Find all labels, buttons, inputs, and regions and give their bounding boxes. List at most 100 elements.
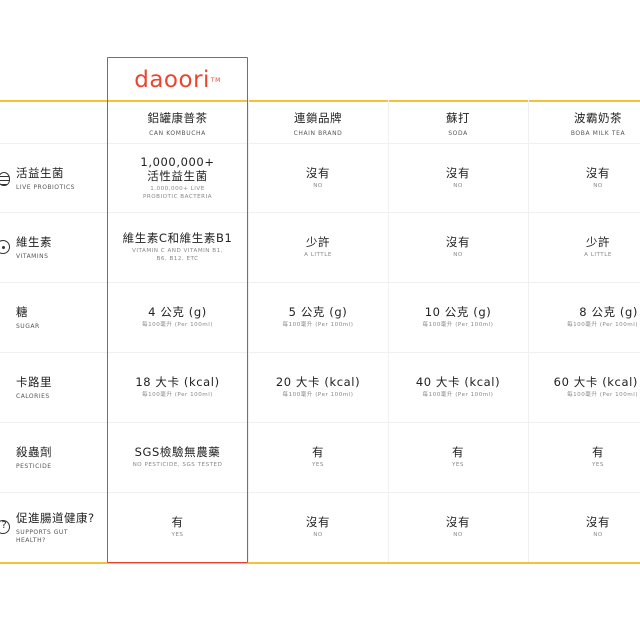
cell-subtext: 每100毫升 (Per 100ml) [422,391,494,398]
vitamin-icon [0,240,10,254]
cell-value: 沒有 [445,514,471,529]
table-cell: 有 YES [107,492,248,562]
column-header-zh: 連鎖品牌 [294,110,342,125]
cell-value: 4 公克 (g) [148,304,207,319]
header-top-line [0,100,640,102]
cell-subtext: 每100毫升 (Per 100ml) [142,321,213,328]
question-icon [0,520,11,534]
logo-trademark: TM [210,76,221,84]
row-label-zh: 維生素 [16,234,52,249]
cell-subtext: VITAMIN C AND VITAMIN B1, B6, B12, ETC [132,248,223,262]
cell-subtext: 每100毫升 (Per 100ml) [567,391,638,398]
row-label-zh: 促進腸道健康? [16,510,95,525]
row-label-en: CALORIES [16,392,50,400]
cell-subtext: NO [313,531,323,538]
cell-subtext: NO [453,182,463,189]
table-cell: 少許 A LITTLE [528,212,640,282]
cell-value: 沒有 [445,165,471,180]
column-header-zh: 波霸奶茶 [574,110,622,125]
row-label-gut-health: 促進腸道健康? SUPPORTS GUT HEALTH? [0,492,107,562]
table-cell: 1,000,000+ 活性益生菌 1,000,000+ LIVE PROBIOT… [107,143,248,213]
cell-value: 有 [451,444,465,459]
row-label-zh: 活益生菌 [16,165,64,180]
row-label-zh: 殺蟲劑 [16,444,52,459]
row-divider [0,352,640,353]
table-cell: 10 公克 (g) 每100毫升 (Per 100ml) [388,282,528,352]
cell-value: 沒有 [585,165,611,180]
cell-value: 5 公克 (g) [288,304,348,319]
row-label-en: LIVE PROBIOTICS [16,183,75,191]
column-divider [388,100,389,562]
bacteria-icon [0,171,10,186]
calories-icon [0,380,10,394]
column-divider [528,100,529,562]
table-bottom-line [0,562,640,564]
cell-value: 60 大卡 (kcal) [553,374,638,389]
table-cell: 少許 A LITTLE [248,212,388,282]
column-header-can-kombucha: 鋁罐康普茶 CAN KOMBUCHA [107,104,248,142]
cell-value: 10 公克 (g) [424,304,492,319]
table-cell: SGS檢驗無農藥 NO PESTICIDE, SGS TESTED [107,422,248,492]
cell-value: SGS檢驗無農藥 [134,444,221,459]
cell-subtext: 每100毫升 (Per 100ml) [422,321,494,328]
table-cell: 有 YES [248,422,388,492]
cell-value: 有 [591,444,605,459]
row-label-zh: 糖 [16,304,28,319]
pesticide-icon [0,450,10,464]
cell-subtext: YES [171,531,184,538]
column-header-en: CAN KOMBUCHA [149,129,206,137]
column-header-en: SODA [448,129,468,137]
cell-value: 20 大卡 (kcal) [275,374,361,389]
table-cell: 40 大卡 (kcal) 每100毫升 (Per 100ml) [388,352,528,422]
cell-value: 1,000,000+ 活性益生菌 [140,154,215,183]
table-cell: 沒有 NO [388,492,528,562]
row-label-sugar: 糖 SUGAR [0,282,107,352]
cell-subtext: 每100毫升 (Per 100ml) [282,391,354,398]
column-header-boba-milk-tea: 波霸奶茶 BOBA MILK TEA [528,104,640,142]
cell-subtext: NO [593,531,603,538]
column-header-zh: 蘇打 [446,110,470,125]
column-header-zh: 鋁罐康普茶 [147,110,208,125]
featured-column-highlight [107,57,248,563]
table-cell: 有 YES [528,422,640,492]
cell-subtext: 1,000,000+ LIVE PROBIOTIC BACTERIA [142,186,213,200]
row-label-pesticide: 殺蟲劑 PESTICIDE [0,422,107,492]
row-divider [0,422,640,423]
table-cell: 沒有 NO [248,492,388,562]
column-divider [248,100,249,562]
cell-subtext: NO PESTICIDE, SGS TESTED [132,461,223,468]
cell-subtext: NO [313,182,323,189]
cell-subtext: YES [591,461,604,468]
cell-subtext: A LITTLE [584,251,612,258]
row-divider [0,492,640,493]
table-cell: 8 公克 (g) 每100毫升 (Per 100ml) [528,282,640,352]
row-label-zh: 卡路里 [16,374,52,389]
row-label-calories: 卡路里 CALORIES [0,352,107,422]
table-cell: 5 公克 (g) 每100毫升 (Per 100ml) [248,282,388,352]
cell-value: 40 大卡 (kcal) [415,374,501,389]
sugar-icon [0,310,10,324]
cell-subtext: YES [311,461,324,468]
cell-value: 沒有 [445,234,471,249]
column-header-en: BOBA MILK TEA [570,129,626,137]
row-divider [0,212,640,213]
column-header-soda: 蘇打 SODA [388,104,528,142]
logo-text: daoori [134,67,210,93]
cell-subtext: NO [453,531,463,538]
cell-value: 沒有 [305,514,331,529]
cell-subtext: 每100毫升 (Per 100ml) [567,321,638,328]
column-header-en: CHAIN BRAND [293,129,343,137]
row-label-en: SUGAR [16,322,40,330]
cell-value: 8 公克 (g) [579,304,638,319]
row-label-en: PESTICIDE [16,462,52,470]
cell-subtext: 每100毫升 (Per 100ml) [142,391,213,398]
cell-subtext: 每100毫升 (Per 100ml) [282,321,354,328]
row-divider [0,282,640,283]
table-cell: 維生素C和維生素B1 VITAMIN C AND VITAMIN B1, B6,… [107,212,248,282]
cell-value: 沒有 [305,165,331,180]
cell-value: 維生素C和維生素B1 [122,230,233,245]
table-cell: 4 公克 (g) 每100毫升 (Per 100ml) [107,282,248,352]
cell-value: 少許 [585,234,611,249]
